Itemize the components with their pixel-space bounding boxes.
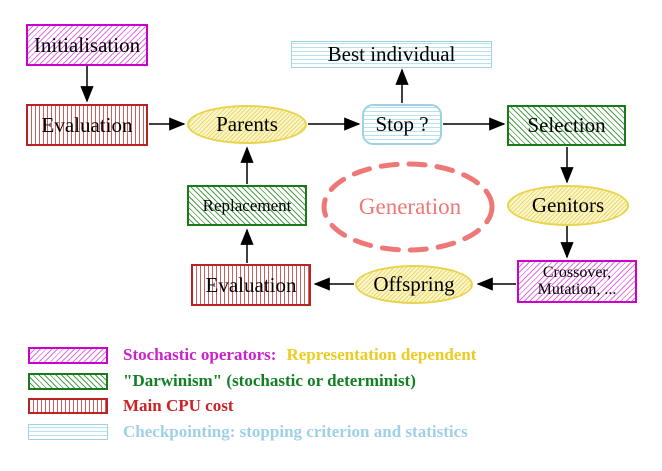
node-initialisation: Initialisation xyxy=(26,24,148,66)
cyan-horizontal-stripes-swatch xyxy=(28,424,108,440)
generation-label: Generation xyxy=(358,194,462,219)
magenta-diagonal-hatch-swatch xyxy=(28,347,108,364)
crossover-label-line1: Crossover, xyxy=(542,263,612,281)
red-vertical-stripes-swatch xyxy=(28,398,108,414)
node-stop: Stop ? xyxy=(362,104,442,145)
node-offspring: Offspring xyxy=(355,265,473,304)
legend-label-darwinism: "Darwinism" (stochastic or determinist) xyxy=(123,371,416,390)
node-evaluation-top: Evaluation xyxy=(26,104,148,146)
node-best-individual: Best individual xyxy=(291,41,492,68)
green-diagonal-hatch-swatch xyxy=(28,373,108,390)
node-replacement: Replacement xyxy=(187,185,307,226)
node-selection: Selection xyxy=(507,105,626,146)
legend-text-representation-dependent: Representation dependent xyxy=(286,345,477,364)
node-parents: Parents xyxy=(187,105,307,144)
legend-label-main-cpu-cost: Main CPU cost xyxy=(123,396,234,415)
node-genitors: Genitors xyxy=(507,185,629,226)
legend-text-stochastic-operators: Stochastic operators: xyxy=(123,345,277,364)
node-crossover-mutation: Crossover, Mutation, ... xyxy=(517,260,637,303)
legend-label-stochastic: Stochastic operators: Representation depe… xyxy=(123,345,476,365)
node-evaluation-bottom: Evaluation xyxy=(191,264,311,306)
legend-label-checkpointing: Checkpointing: stopping criterion and st… xyxy=(123,422,468,441)
crossover-label-line2: Mutation, ... xyxy=(537,280,617,298)
